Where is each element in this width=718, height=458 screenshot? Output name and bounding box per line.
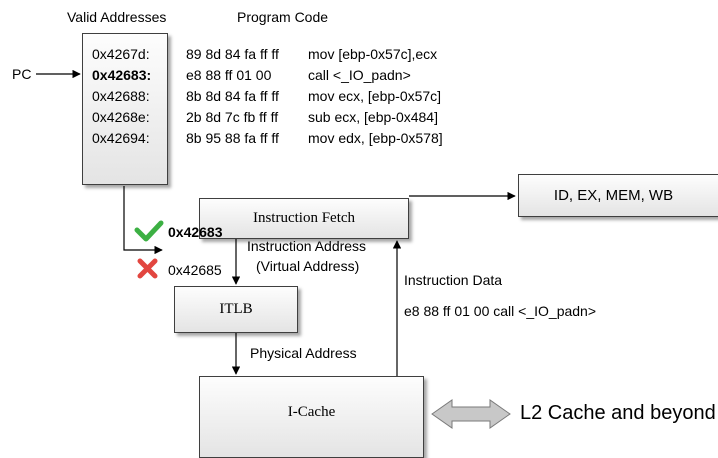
code-asm: mov edx, [ebp-0x578] <box>308 130 443 146</box>
address-select-arrow <box>123 186 163 255</box>
code-bytes: e8 88 ff 01 00 <box>186 67 272 83</box>
instruction-data-label: Instruction Data <box>404 272 503 288</box>
l2-cache-label: L2 Cache and beyond <box>520 402 716 424</box>
instruction-bytes-label: e8 88 ff 01 00 call <_IO_padn> <box>404 303 597 319</box>
pc-label: PC <box>12 66 32 82</box>
icache-label: I-Cache <box>287 404 336 420</box>
instruction-fetch-label: Instruction Fetch <box>252 210 356 226</box>
physical-address-label: Physical Address <box>250 345 357 361</box>
pipeline-block: ID, EX, MEM, WB <box>518 174 718 217</box>
code-address: 0x42683: <box>92 67 152 83</box>
itlb-block: ITLB <box>174 286 298 333</box>
icache-block: I-Cache <box>199 376 424 458</box>
code-address: 0x4268e: <box>92 109 150 125</box>
pipeline-label: ID, EX, MEM, WB <box>553 187 674 204</box>
itlb-label: ITLB <box>219 301 253 317</box>
code-address: 0x42688: <box>92 88 150 104</box>
code-bytes: 8b 95 88 fa ff ff <box>186 130 279 146</box>
virtual-address-label: (Virtual Address) <box>256 258 360 274</box>
code-address: 0x42694: <box>92 130 150 146</box>
invalid-candidate-address: 0x42685 <box>168 262 222 278</box>
check-icon <box>134 220 164 242</box>
code-bytes: 2b 8d 7c fb ff ff <box>186 109 279 125</box>
code-bytes: 8b 8d 84 fa ff ff <box>186 88 279 104</box>
valid-candidate-address: 0x42683 <box>168 224 223 240</box>
cross-icon <box>137 258 158 279</box>
code-address: 0x4267d: <box>92 46 150 62</box>
instruction-address-label: Instruction Address <box>247 238 367 254</box>
valid-addresses-box <box>82 33 168 185</box>
instruction-fetch-block: Instruction Fetch <box>199 198 409 239</box>
code-asm: mov [ebp-0x57c],ecx <box>308 46 438 62</box>
program-code-header: Program Code <box>237 9 329 25</box>
code-bytes: 89 8d 84 fa ff ff <box>186 46 279 62</box>
code-asm: mov ecx, [ebp-0x57c] <box>308 88 442 104</box>
l2-double-arrow <box>431 399 511 429</box>
code-asm: sub ecx, [ebp-0x484] <box>308 109 438 125</box>
valid-addresses-header: Valid Addresses <box>67 9 167 25</box>
code-asm: call <_IO_padn> <box>308 67 411 83</box>
